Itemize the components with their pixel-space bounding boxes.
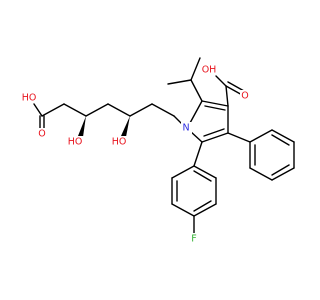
hydroxyl-label: OH bbox=[202, 65, 217, 76]
phenyl-ring-bonds bbox=[227, 129, 295, 181]
pyrrole-ring-bonds bbox=[189, 100, 229, 143]
label-cooh-right-oh: OH bbox=[200, 64, 218, 76]
fluorophenyl-ring-bonds bbox=[171, 141, 217, 235]
nitrogen-label: N bbox=[182, 123, 189, 134]
fluorine-label: F bbox=[191, 234, 196, 245]
label-cooh-left-o: O bbox=[37, 128, 47, 140]
oxygen-label: O bbox=[38, 129, 45, 140]
structure-diagram: O HO HO HO N OH O F bbox=[20, 57, 295, 245]
hydroxyl-label: HO bbox=[112, 137, 127, 148]
hydroxyl-label: HO bbox=[68, 137, 83, 148]
atom-labels: O HO HO HO N OH O F bbox=[20, 64, 250, 245]
label-cooh-left-ho: HO bbox=[20, 92, 38, 104]
label-cooh-right-o: O bbox=[240, 90, 250, 102]
oxygen-label: O bbox=[241, 91, 248, 102]
carboxyl-right-bonds bbox=[215, 75, 245, 107]
label-fluorine: F bbox=[189, 233, 199, 245]
hydroxyl-label: HO bbox=[22, 93, 37, 104]
label-oh-c5: HO bbox=[110, 136, 128, 148]
side-chain-bonds bbox=[33, 103, 183, 137]
label-oh-c3: HO bbox=[66, 136, 84, 148]
molecule-svg: O HO HO HO N OH O F bbox=[20, 57, 295, 245]
isopropyl-bonds bbox=[167, 57, 203, 102]
label-nitrogen: N bbox=[181, 122, 192, 134]
